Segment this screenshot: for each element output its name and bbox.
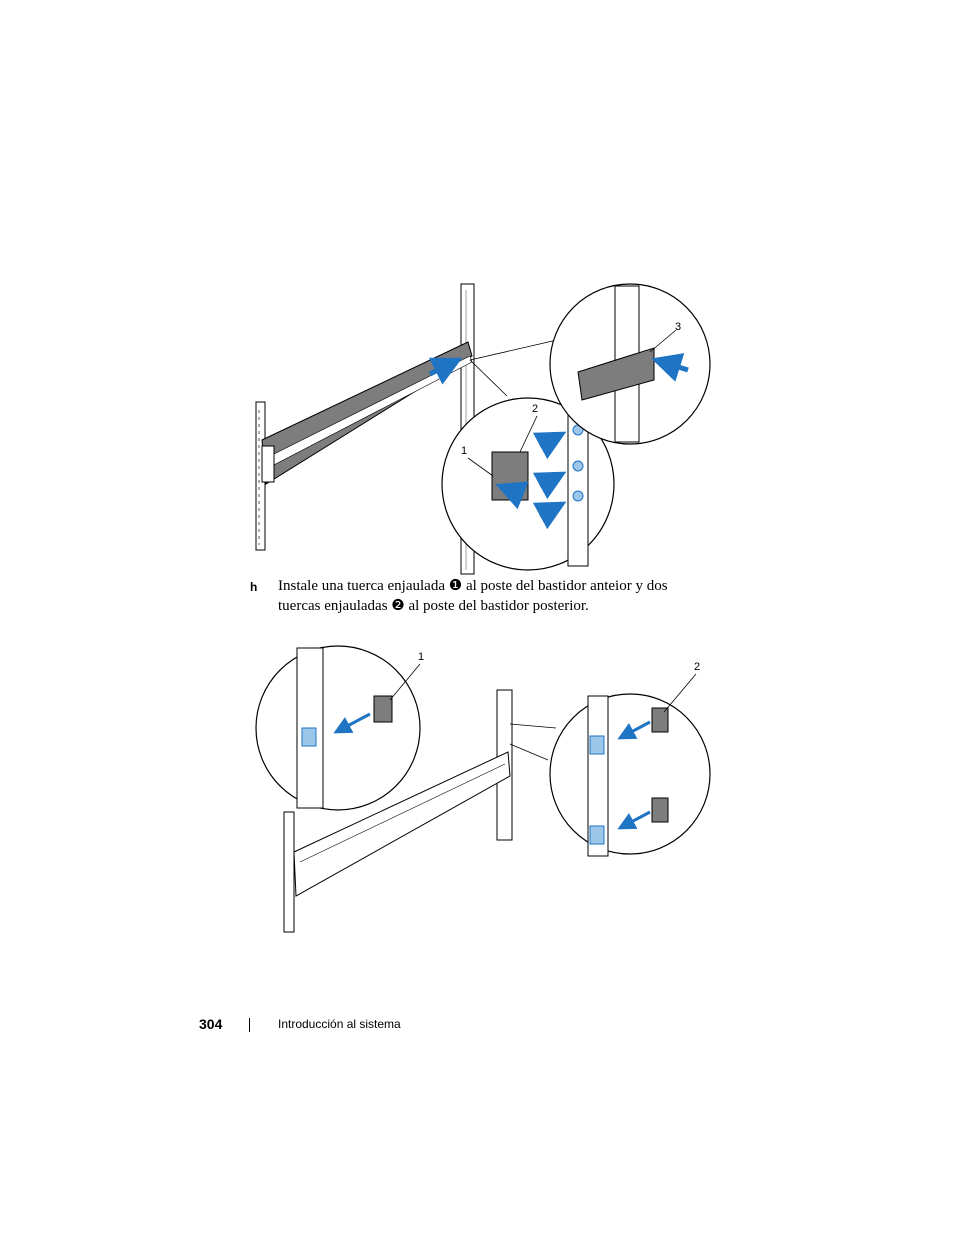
detail-circle-left: 1 [255, 645, 424, 811]
footer-divider [249, 1018, 250, 1032]
cage-nut-icon [651, 707, 669, 733]
callout-2-fig2: 2 [694, 661, 700, 673]
cage-nut-icon [651, 797, 669, 823]
detail-circle-bottom: 1 2 [441, 397, 615, 571]
cage-nut-icon [373, 695, 393, 723]
callout-3: 3 [675, 321, 681, 333]
step-text: Instale una tuerca enjaulada ❶ al poste … [278, 578, 668, 614]
detail-circle-top: 3 [549, 283, 711, 445]
callout-1: 1 [461, 445, 467, 457]
page-footer: 304 Introducción al sistema [0, 1016, 954, 1036]
page-number: 304 [199, 1016, 223, 1032]
step-letter: h [250, 580, 258, 594]
push-arrow-icon [428, 357, 463, 385]
detail-circle-right: 2 [549, 661, 711, 857]
rail-assembly-2 [293, 751, 511, 897]
front-rack-post-2 [283, 811, 295, 933]
callout-1-fig2: 1 [418, 651, 424, 663]
rail-assembly [261, 341, 473, 485]
rail-install-figure-top: 1 2 3 [255, 283, 711, 575]
cage-nut-figure-bottom: 1 2 [255, 645, 711, 933]
section-title: Introducción al sistema [278, 1017, 401, 1031]
callout-2: 2 [532, 403, 538, 415]
